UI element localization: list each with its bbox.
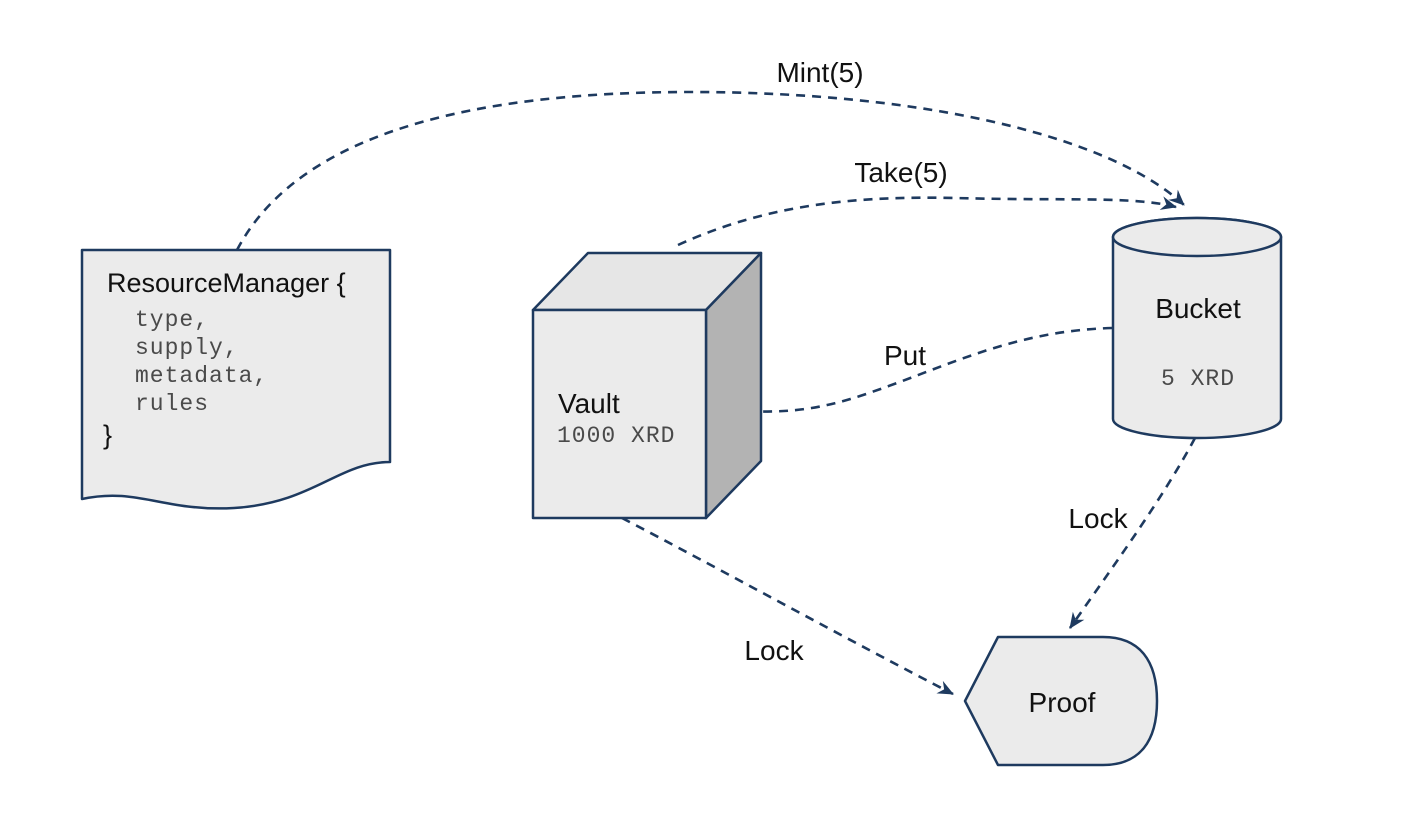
bucket-top-ellipse bbox=[1111, 216, 1283, 258]
edge-lock-bucket-path bbox=[1068, 437, 1197, 629]
resource-manager-field: rules bbox=[135, 391, 209, 417]
proof-label: Proof bbox=[1029, 687, 1096, 718]
vault-front-face bbox=[531, 308, 708, 520]
vault-amount: 1000 XRD bbox=[557, 423, 675, 449]
bucket-node: Bucket 5 XRD bbox=[1111, 216, 1283, 440]
proof-node: Proof bbox=[963, 635, 1159, 767]
proof-shape bbox=[963, 635, 1159, 767]
edge-lock-vault-label: Lock bbox=[744, 635, 804, 666]
bucket-amount: 5 XRD bbox=[1161, 366, 1235, 392]
edge-lock-bucket-label: Lock bbox=[1068, 503, 1128, 534]
edge-lock-vault-proof: Lock bbox=[621, 516, 954, 696]
document-shape bbox=[80, 248, 392, 510]
edge-mint-path bbox=[235, 90, 1185, 251]
vault-node: Vault 1000 XRD bbox=[531, 251, 763, 520]
vault-label: Vault bbox=[558, 388, 620, 419]
resource-manager-closing-brace: } bbox=[103, 420, 112, 450]
resource-manager-field: type, bbox=[135, 307, 209, 333]
edge-put-label: Put bbox=[884, 340, 926, 371]
resource-manager-node: ResourceManager { type, supply, metadata… bbox=[80, 248, 392, 510]
resource-manager-field: metadata, bbox=[135, 363, 268, 389]
edge-lock-bucket-proof: Lock bbox=[1068, 437, 1197, 629]
edge-put-path bbox=[713, 326, 1113, 419]
edge-put: Put bbox=[713, 326, 1113, 419]
bucket-label: Bucket bbox=[1155, 293, 1241, 324]
resource-manager-field: supply, bbox=[135, 335, 239, 361]
edge-lock-vault-path bbox=[621, 516, 954, 696]
edge-take-path bbox=[677, 196, 1177, 247]
edge-mint: Mint(5) bbox=[235, 57, 1185, 251]
resource-manager-title: ResourceManager { bbox=[107, 268, 346, 298]
edge-take-label: Take(5) bbox=[854, 157, 947, 188]
edge-take: Take(5) bbox=[677, 157, 1177, 247]
edge-mint-label: Mint(5) bbox=[776, 57, 863, 88]
